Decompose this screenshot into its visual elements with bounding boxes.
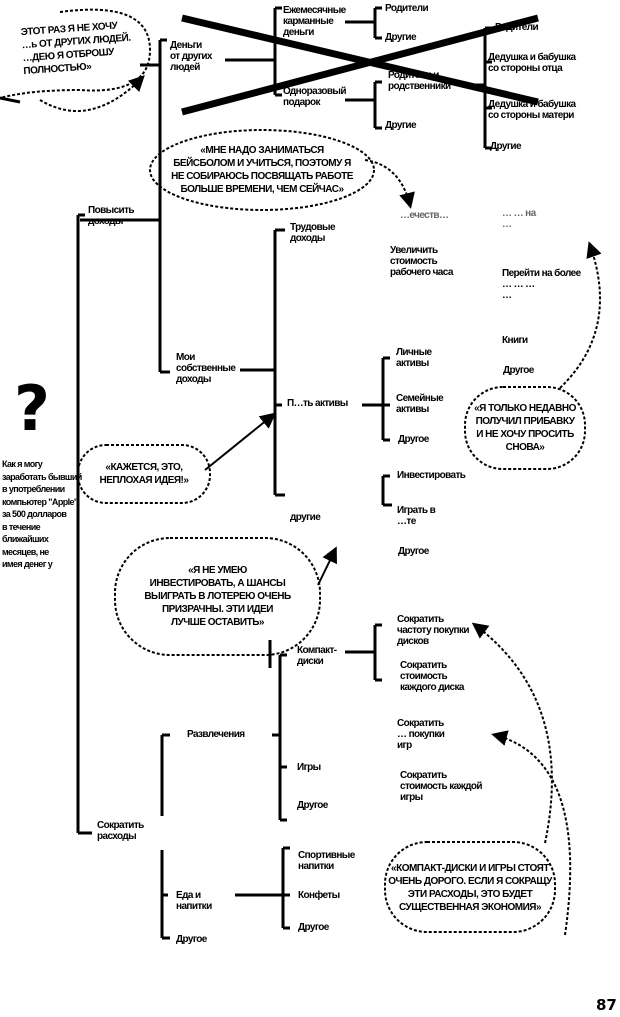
side-question-text: Как я могу заработать бывший в употребле… <box>2 459 82 569</box>
node-gift-others: Другие <box>385 120 417 131</box>
speech-bubbles <box>0 8 586 933</box>
node-sell-assets: П…ть активы <box>287 398 348 409</box>
node-lottery: Играть в …те <box>397 505 436 527</box>
node-entertainment: Развлечения <box>187 729 245 740</box>
node-more-hours: …ечеств… <box>400 210 449 221</box>
solid-arrows <box>204 412 337 586</box>
node-cd-freq: Сократить частоту покупки дисков <box>397 614 470 647</box>
node-cut-expenses: Сократить расходы <box>97 820 144 842</box>
node-allowance-others: Другие <box>385 32 417 43</box>
node-one-time-gift: Одноразовый подарок <box>283 86 346 108</box>
node-sports-drinks: Спортивные напитки <box>298 850 355 872</box>
node-own-income: Мои собственные доходы <box>176 352 236 385</box>
node-rel-mother-grand: Дедушка и бабушка со стороны матери <box>488 99 576 121</box>
node-rel-parents: Родители <box>495 22 539 33</box>
question-mark: ? <box>14 372 50 445</box>
node-raise-rate: Увеличить стоимость рабочего часа <box>390 245 453 278</box>
node-cds: Компакт- диски <box>297 645 337 667</box>
bubble-cant-invest: «Я НЕ УМЕЮ ИНВЕСТИРОВАТЬ, А ШАНСЫ ВЫИГРА… <box>144 565 291 628</box>
node-exp-other: Другое <box>176 934 207 945</box>
node-rel-others: Другие <box>490 141 522 152</box>
node-money-from-others: Деньги от других людей <box>170 40 213 73</box>
node-game-cost: Сократить стоимость каждой игры <box>400 770 482 803</box>
node-books: Книги <box>502 335 528 346</box>
cross-out-mark <box>181 14 539 116</box>
page-number: 87 <box>596 996 617 1014</box>
node-personal-assets: Личные активы <box>396 347 432 369</box>
bubble-recent-raise: «Я ТОЛЬКО НЕДАВНО ПОЛУЧИЛ ПРИБАВКУ И НЕ … <box>474 403 576 453</box>
node-allowance-parents: Родители <box>385 3 429 14</box>
bubble-good-idea: «КАЖЕТСЯ, ЭТО, НЕПЛОХАЯ ИДЕЯ!» <box>99 462 189 486</box>
bubble-no-money-others: ЭТОТ РАЗ Я НЕ ХОЧУ …ь ОТ ДРУГИХ ЛЮДЕЙ. …… <box>20 20 131 78</box>
node-other-assets: Другое <box>398 434 429 445</box>
node-food: Еда и напитки <box>176 890 212 912</box>
dotted-arrows <box>39 75 602 936</box>
bubble-baseball: «МНЕ НАДО ЗАНИМАТЬСЯ БЕЙСБОЛОМ И УЧИТЬСЯ… <box>171 145 353 195</box>
node-better-job: Перейти на более … … … … <box>502 268 581 301</box>
node-monthly-allowance: Ежемесячные карманные деньги <box>283 5 346 38</box>
node-family-assets: Семейные активы <box>396 393 444 415</box>
node-food-other: Другое <box>298 922 329 933</box>
bubble-cds-games-expensive: «КОМПАКТ-ДИСКИ И ИГРЫ СТОЯТ ОЧЕНЬ ДОРОГО… <box>388 863 552 913</box>
node-cd-cost: Сократить стоимость каждого диска <box>400 660 464 693</box>
node-other-labor: Другое <box>503 365 534 376</box>
node-invest: Инвестировать <box>397 470 466 481</box>
node-labor-income: Трудовые доходы <box>290 222 336 244</box>
node-ask-raise: … … на … <box>502 208 536 230</box>
node-ent-other: Другое <box>297 800 328 811</box>
node-gift-relatives: Родители и родственники <box>388 70 451 92</box>
node-other-income: другие <box>290 512 321 523</box>
node-raise-income: Повысить доходы <box>88 205 135 227</box>
node-game-freq: Сократить … покупки игр <box>397 718 445 751</box>
node-rel-father-grand: Дедушка и бабушка со стороны отца <box>488 52 576 74</box>
node-other-misc: Другое <box>398 546 429 557</box>
node-games: Игры <box>297 762 321 773</box>
node-candy: Конфеты <box>298 890 340 901</box>
